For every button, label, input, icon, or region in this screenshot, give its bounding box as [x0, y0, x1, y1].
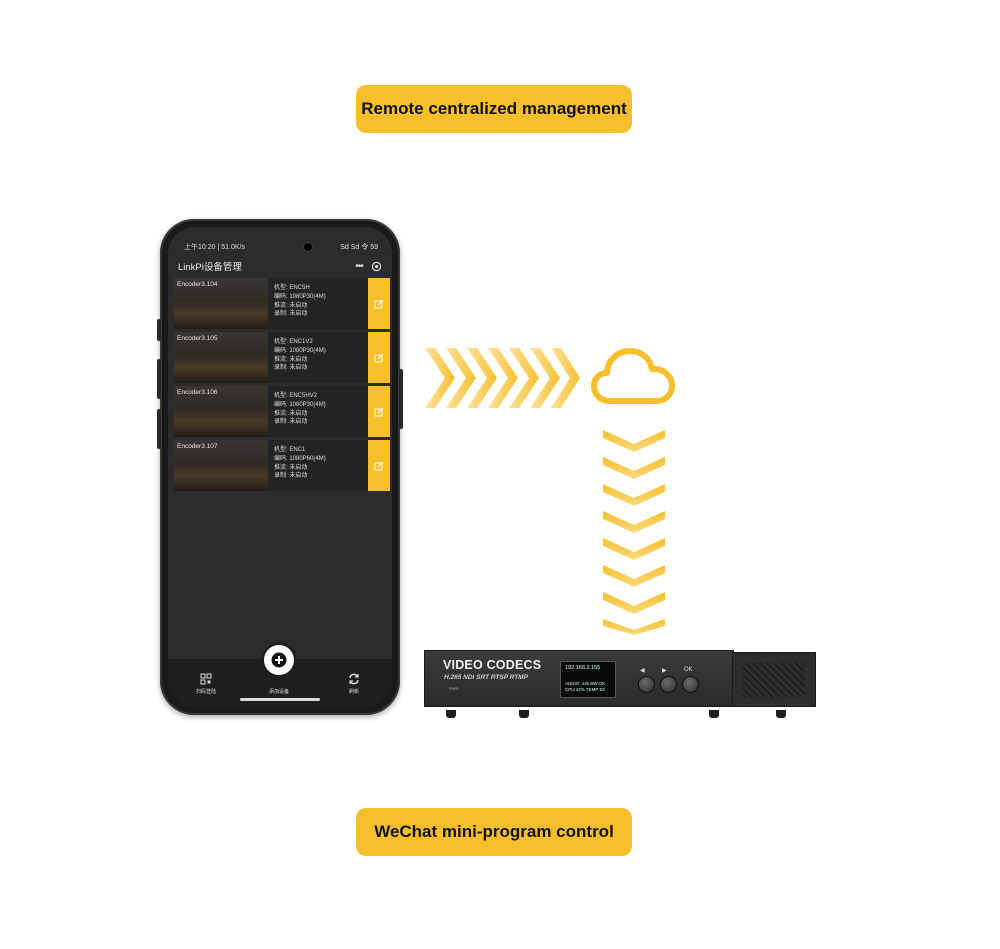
tab-scan-login[interactable]: 扫码登陆: [186, 673, 226, 695]
device-encode: 编码: 1080P30(4M): [274, 293, 326, 300]
video-codec-device: VIDEO CODECS H.265 NDI SRT RTSP RTMP PWR…: [424, 650, 816, 718]
device-info: 机型: ENC1V2 编码: 1080P30(4M) 推流: 未启动 录制: 未…: [268, 332, 368, 383]
phone-power-button: [399, 369, 403, 429]
cloud-icon: [591, 348, 675, 404]
device-foot: [519, 710, 529, 718]
phone-screen: 上午10:20 | 51.0K/s Sd Sd 令 59 LinkPi设备管理 …: [168, 227, 392, 707]
device-name: Encoder3.106: [177, 389, 218, 396]
lcd-line1: AUDIO: 44k BW:OK: [565, 681, 606, 686]
chevron-left-icon: ◀: [640, 668, 645, 674]
list-item[interactable]: Encoder3.107 机型: ENC1 编码: 1080P60(4M) 推流…: [174, 440, 390, 491]
tab-refresh[interactable]: 刷新: [334, 673, 374, 695]
device-name: Encoder3.107: [177, 443, 218, 450]
tab-label: 刷新: [348, 689, 359, 695]
remote-management-label: Remote centralized management: [356, 85, 632, 133]
device-thumbnail: Encoder3.107: [174, 440, 268, 491]
device-thumbnail: Encoder3.106: [174, 386, 268, 437]
device-encode: 编码: 1080P30(4M): [274, 347, 326, 354]
device-record: 录制: 未启动: [274, 419, 308, 426]
device-push: 推流: 未启动: [274, 464, 308, 471]
device-foot: [709, 710, 719, 718]
status-bar: 上午10:20 | 51.0K/s Sd Sd 令 59: [184, 241, 378, 253]
device-name: Encoder3.104: [177, 281, 218, 288]
edit-button[interactable]: [368, 332, 390, 383]
edit-button[interactable]: [368, 278, 390, 329]
status-indicators: Sd Sd 令 59: [340, 244, 378, 251]
power-led: PWR: [449, 686, 459, 691]
device-encode: 编码: 1080P60(4M): [274, 455, 326, 462]
status-time: 上午10:20 | 51.0K/s: [184, 244, 245, 251]
more-dots-icon[interactable]: •••: [355, 260, 364, 272]
front-camera: [304, 243, 312, 251]
smartphone: 上午10:20 | 51.0K/s Sd Sd 令 59 LinkPi设备管理 …: [157, 219, 403, 715]
device-record: 录制: 未启动: [274, 473, 308, 480]
device-push: 推流: 未启动: [274, 356, 308, 363]
device-name: Encoder3.105: [177, 335, 218, 342]
chevron-right-arrows-icon: [425, 348, 580, 408]
close-target-icon[interactable]: [370, 260, 382, 272]
edit-icon: [374, 353, 384, 362]
device-list: Encoder3.104 机型: ENC5H 编码: 1080P30(4M) 推…: [174, 278, 390, 494]
plus-icon: [271, 652, 287, 668]
tab-label: 扫码登陆: [195, 689, 216, 695]
tab-label: 添加设备: [268, 689, 289, 695]
qr-code-icon: [200, 673, 212, 685]
wechat-control-label: WeChat mini-program control: [356, 808, 632, 856]
list-item[interactable]: Encoder3.105 机型: ENC1V2 编码: 1080P30(4M) …: [174, 332, 390, 383]
device-model: 机型: ENC1: [274, 447, 306, 453]
chevron-right-icon: ▶: [662, 668, 667, 674]
ok-button[interactable]: [682, 676, 699, 693]
device-title: VIDEO CODECS: [443, 658, 542, 672]
list-item[interactable]: Encoder3.104 机型: ENC5H 编码: 1080P30(4M) 推…: [174, 278, 390, 329]
device-model: 机型: ENC1V2: [274, 339, 313, 345]
app-header: LinkPi设备管理 •••: [178, 257, 382, 275]
edit-icon: [374, 461, 384, 470]
edit-button[interactable]: [368, 440, 390, 491]
edit-icon: [374, 299, 384, 308]
vent-grille: [743, 663, 805, 697]
lcd-status: AUDIO: 44k BW:OK CPU:42% TEMP:53: [565, 681, 605, 693]
phone-mute-switch: [157, 319, 161, 341]
device-info: 机型: ENC1 编码: 1080P60(4M) 推流: 未启动 录制: 未启动: [268, 440, 368, 491]
tab-add-device[interactable]: 添加设备: [259, 688, 299, 695]
edit-icon: [374, 407, 384, 416]
edit-button[interactable]: [368, 386, 390, 437]
device-foot: [446, 710, 456, 718]
right-button[interactable]: [660, 676, 677, 693]
home-indicator: [240, 698, 320, 701]
device-push: 推流: 未启动: [274, 410, 308, 417]
device-thumbnail: Encoder3.104: [174, 278, 268, 329]
device-model: 机型: ENC5H: [274, 285, 310, 291]
device-side-panel: [732, 652, 816, 707]
device-foot: [776, 710, 786, 718]
lcd-ip: 192.168.2.155: [565, 665, 601, 671]
device-protocols: H.265 NDI SRT RTSP RTMP: [444, 674, 528, 681]
ok-label: OK: [684, 667, 693, 673]
refresh-icon: [348, 673, 360, 685]
app-title: LinkPi设备管理: [178, 262, 242, 273]
device-push: 推流: 未启动: [274, 302, 308, 309]
device-encode: 编码: 1080P30(4M): [274, 401, 326, 408]
left-button[interactable]: [638, 676, 655, 693]
device-lcd-screen: 192.168.2.155 AUDIO: 44k BW:OK CPU:42% T…: [560, 661, 616, 698]
device-model: 机型: ENC5HV2: [274, 393, 318, 399]
add-device-button[interactable]: [264, 645, 294, 675]
device-record: 录制: 未启动: [274, 365, 308, 372]
phone-volume-up: [157, 359, 161, 399]
device-record: 录制: 未启动: [274, 311, 308, 318]
device-info: 机型: ENC5HV2 编码: 1080P30(4M) 推流: 未启动 录制: …: [268, 386, 368, 437]
device-info: 机型: ENC5H 编码: 1080P30(4M) 推流: 未启动 录制: 未启…: [268, 278, 368, 329]
lcd-line2: CPU:42% TEMP:53: [565, 687, 605, 692]
chevron-down-arrows-icon: [603, 430, 665, 635]
phone-volume-down: [157, 409, 161, 449]
device-front-panel: VIDEO CODECS H.265 NDI SRT RTSP RTMP PWR…: [424, 650, 734, 707]
list-item[interactable]: Encoder3.106 机型: ENC5HV2 编码: 1080P30(4M)…: [174, 386, 390, 437]
device-thumbnail: Encoder3.105: [174, 332, 268, 383]
bottom-tab-bar: 扫码登陆 添加设备 刷新: [168, 645, 392, 707]
